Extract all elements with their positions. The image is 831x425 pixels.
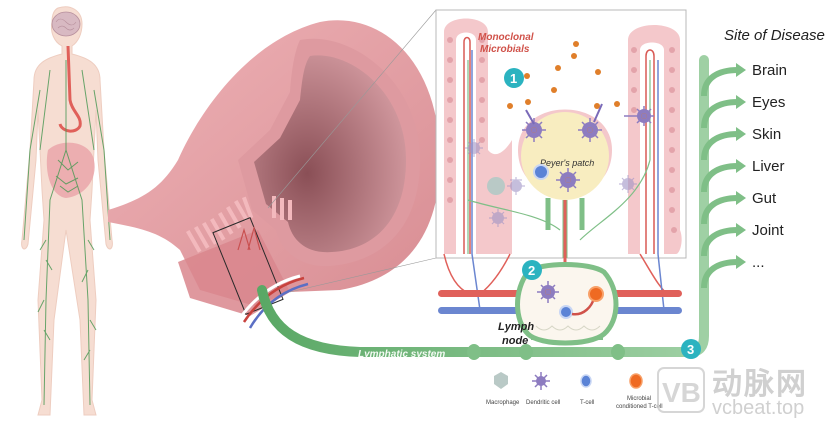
branch-arrow xyxy=(701,99,739,129)
dendritic-cells xyxy=(465,103,654,227)
esophagus-stomach xyxy=(58,45,82,133)
step-1-badge: 1 xyxy=(504,68,524,88)
arrow-head-icon xyxy=(736,223,746,237)
lymphatic-system-line xyxy=(257,55,709,357)
disease-site-item: Brain xyxy=(701,62,787,97)
legend-t-cell: T-cell xyxy=(580,374,594,406)
disease-site-item: Gut xyxy=(701,190,777,225)
svg-text:Dendritic cell: Dendritic cell xyxy=(526,400,560,406)
t-cell-in-patch xyxy=(533,164,549,180)
disease-site-item: Liver xyxy=(701,158,785,193)
monoclonal-microbials-label-2: Microbials xyxy=(480,44,530,55)
svg-text:T-cell: T-cell xyxy=(580,400,594,406)
cell-legend: Macrophage Dendritic cell T-cell Microbi… xyxy=(486,372,663,410)
disease-site-label: Brain xyxy=(752,62,787,79)
arrow-head-icon xyxy=(736,63,746,77)
human-body-figure xyxy=(21,6,113,416)
arrow-head-icon xyxy=(736,95,746,109)
zoom-panel: Peyer's patch Monoclonal Microbials 1 xyxy=(435,9,687,262)
legend-dendritic-cell: Dendritic cell xyxy=(526,372,560,406)
arrow-head-icon xyxy=(736,127,746,141)
lymphatic-system-label: Lymphatic system xyxy=(358,349,445,360)
svg-text:conditioned T-cell: conditioned T-cell xyxy=(616,404,663,410)
disease-arrows: BrainEyesSkinLiverGutJoint... xyxy=(701,62,787,289)
branch-arrow xyxy=(701,67,739,97)
macrophage-in-tissue xyxy=(487,177,505,195)
villus-right xyxy=(579,25,682,254)
branch-arrow xyxy=(701,259,739,289)
brain-icon xyxy=(51,11,81,37)
site-of-disease-title: Site of Disease xyxy=(724,27,825,44)
disease-site-item: Eyes xyxy=(701,94,785,129)
svg-text:Macrophage: Macrophage xyxy=(486,400,520,406)
svg-text:VB: VB xyxy=(662,377,701,408)
peyers-patch-label: Peyer's patch xyxy=(540,158,594,168)
disease-site-item: Joint xyxy=(701,222,785,257)
arrow-head-icon xyxy=(736,255,746,269)
lymph-valves xyxy=(467,344,625,360)
disease-site-label: Joint xyxy=(752,222,785,239)
branch-arrow xyxy=(701,163,739,193)
lymph-node xyxy=(515,262,619,346)
monoclonal-microbes xyxy=(507,41,620,109)
svg-text:3: 3 xyxy=(687,342,694,357)
branch-arrow xyxy=(701,195,739,225)
vessel-blue xyxy=(248,282,309,329)
disease-site-label: Liver xyxy=(752,158,785,175)
legend-microbial-conditioned-t-cell: Microbial conditioned T-cell xyxy=(616,373,663,410)
disease-site-label: Gut xyxy=(752,190,777,207)
intestine-cross-section xyxy=(108,9,440,329)
watermark-domain: vcbeat.top xyxy=(712,397,804,419)
legend-macrophage: Macrophage xyxy=(486,372,520,406)
lymph-node-label-2: node xyxy=(502,335,528,347)
disease-site-label: Skin xyxy=(752,126,781,143)
step-2-badge: 2 xyxy=(522,260,542,280)
intestine-region xyxy=(46,142,95,198)
arrow-head-icon xyxy=(736,191,746,205)
watermark-chinese: 动脉网 xyxy=(712,368,808,401)
vessels-and-lymph-node: Lymphatic system Lymph node 2 3 xyxy=(257,55,709,360)
disease-site-label: ... xyxy=(752,254,765,271)
arrow-head-icon xyxy=(736,159,746,173)
body-silhouette xyxy=(21,6,113,416)
svg-text:2: 2 xyxy=(528,263,535,278)
branch-arrow xyxy=(701,131,739,161)
step-3-badge: 3 xyxy=(681,339,701,359)
svg-text:Microbial: Microbial xyxy=(627,396,651,402)
disease-site-item: ... xyxy=(701,254,765,289)
site-of-disease: Site of Disease BrainEyesSkinLiverGutJoi… xyxy=(701,27,825,289)
watermark: VB 动脉网 vcbeat.top xyxy=(657,367,808,419)
monoclonal-microbials-label-1: Monoclonal xyxy=(478,32,534,43)
vessel-red xyxy=(242,276,305,323)
disease-site-label: Eyes xyxy=(752,94,785,111)
lymph-node-label-1: Lymph xyxy=(498,321,534,333)
branch-arrow xyxy=(701,227,739,257)
disease-site-item: Skin xyxy=(701,126,781,161)
watermark-logo xyxy=(657,367,705,413)
villus-left xyxy=(444,18,561,254)
svg-text:1: 1 xyxy=(510,71,517,86)
